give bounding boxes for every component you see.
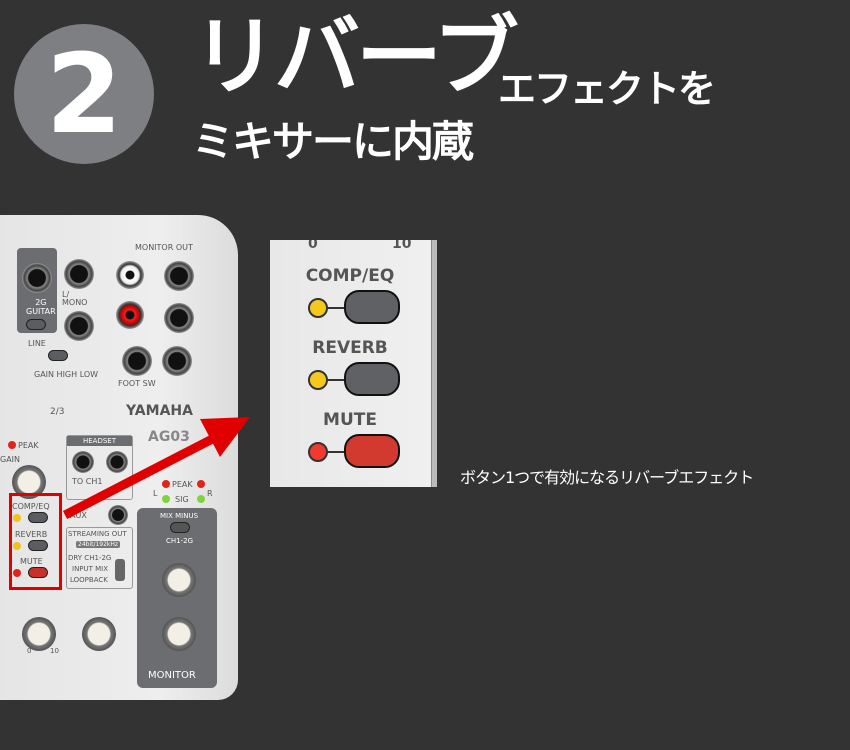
peak-led xyxy=(8,441,16,449)
title-sub: エフェクトを xyxy=(498,67,716,111)
label-sig: SIG xyxy=(175,495,189,504)
label-r: R xyxy=(207,489,213,498)
label-guitar: 2G GUITAR xyxy=(26,298,56,316)
label-mute: MUTE xyxy=(20,557,43,566)
label-dry: DRY CH1-2G xyxy=(68,554,112,562)
aux-jack xyxy=(108,505,128,525)
monitor-knob xyxy=(162,617,196,651)
mute-led xyxy=(13,569,21,577)
label-to-ch1: TO CH1 xyxy=(72,477,103,486)
headset-mic-jack xyxy=(72,451,94,473)
caption: ボタン1つで有効になるリバーブエフェクト xyxy=(460,468,754,487)
brand-logo: YAMAHA xyxy=(126,403,193,419)
mix-minus-button xyxy=(170,522,190,533)
label-bitrate: 24bit/192kHz xyxy=(76,541,121,548)
inset-label-comp-eq: COMP/EQ xyxy=(305,266,395,286)
peak-r-led xyxy=(197,480,205,488)
inset-label-zero: 0 xyxy=(308,240,318,252)
comp-eq-led xyxy=(13,514,21,522)
step-number: 2 xyxy=(45,30,123,158)
jack-l-mono xyxy=(64,259,94,289)
label-streaming-out: STREAMING OUT xyxy=(68,530,127,538)
gain-switch xyxy=(48,350,68,361)
monitor-out-r xyxy=(164,303,194,333)
headset-phones-jack xyxy=(106,451,128,473)
label-mix-minus: MIX MINUS xyxy=(160,512,199,520)
label-gain-high-low: GAIN HIGH LOW xyxy=(34,370,99,379)
inset-reverb-led xyxy=(308,370,328,390)
label-loopback: LOOPBACK xyxy=(70,576,108,584)
inset-mute-led xyxy=(308,442,328,462)
reverb-led xyxy=(13,542,21,550)
label-monitor: MONITOR xyxy=(148,670,196,681)
label-peak-master: PEAK xyxy=(172,480,193,489)
peak-l-led xyxy=(162,480,170,488)
label-monitor-out: MONITOR OUT xyxy=(135,243,193,252)
streaming-mode-switch xyxy=(115,559,125,581)
mute-button xyxy=(28,567,48,578)
mixer-photo: MONITOR OUT 2G GUITAR LINE L/ MONO GAIN … xyxy=(0,215,238,700)
ch1-level-knob xyxy=(22,617,56,651)
label-ch23: 2/3 xyxy=(50,407,65,417)
rca-r xyxy=(116,301,144,329)
label-reverb: REVERB xyxy=(15,530,48,539)
zoom-inset: 0 10 COMP/EQ REVERB MUTE xyxy=(270,240,437,487)
inset-label-reverb: REVERB xyxy=(312,338,388,358)
jack-r xyxy=(64,311,94,341)
title-line2: ミキサーに内蔵 xyxy=(192,117,474,166)
rca-l xyxy=(116,261,144,289)
monitor-panel xyxy=(137,508,217,688)
label-zero: 0 xyxy=(27,647,32,655)
label-ten: 10 xyxy=(50,647,59,655)
model-logo: AG03 xyxy=(148,429,190,445)
arrow-icon xyxy=(62,417,250,519)
label-gain: GAIN xyxy=(0,455,21,464)
inset-label-mute: MUTE xyxy=(323,410,377,430)
inset-comp-eq-button xyxy=(344,290,400,324)
label-peak: PEAK xyxy=(18,441,39,450)
label-headset: HEADSET xyxy=(67,436,132,446)
label-ch12g: CH1-2G xyxy=(166,537,194,545)
title-main: リバーブ xyxy=(192,7,519,107)
label-l: L xyxy=(153,489,158,498)
sig-l-led xyxy=(162,495,170,503)
label-line: LINE xyxy=(28,339,46,348)
streaming-panel xyxy=(66,527,133,589)
highlight-box xyxy=(9,493,62,590)
guitar-jack xyxy=(22,263,52,293)
inset-mute-button xyxy=(344,434,400,468)
inset-comp-eq-led xyxy=(308,298,328,318)
label-comp-eq: COMP/EQ xyxy=(12,502,50,511)
label-l-mono: L/ MONO xyxy=(62,290,88,307)
headphone-jack xyxy=(162,346,192,376)
monitor-out-l xyxy=(164,261,194,291)
usb-level-knob xyxy=(82,617,116,651)
inset-label-ten: 10 xyxy=(392,240,412,252)
reverb-button xyxy=(28,540,48,551)
label-input-mix: INPUT MIX xyxy=(72,565,109,573)
line-switch xyxy=(26,319,46,330)
label-aux: AUX xyxy=(70,511,87,520)
ch12g-knob xyxy=(162,563,196,597)
inset-reverb-button xyxy=(344,362,400,396)
foot-sw-jack xyxy=(122,346,152,376)
label-foot-sw: FOOT SW xyxy=(118,379,156,388)
step-number-badge: 2 xyxy=(14,24,154,164)
comp-eq-button xyxy=(28,512,48,523)
sig-r-led xyxy=(197,495,205,503)
